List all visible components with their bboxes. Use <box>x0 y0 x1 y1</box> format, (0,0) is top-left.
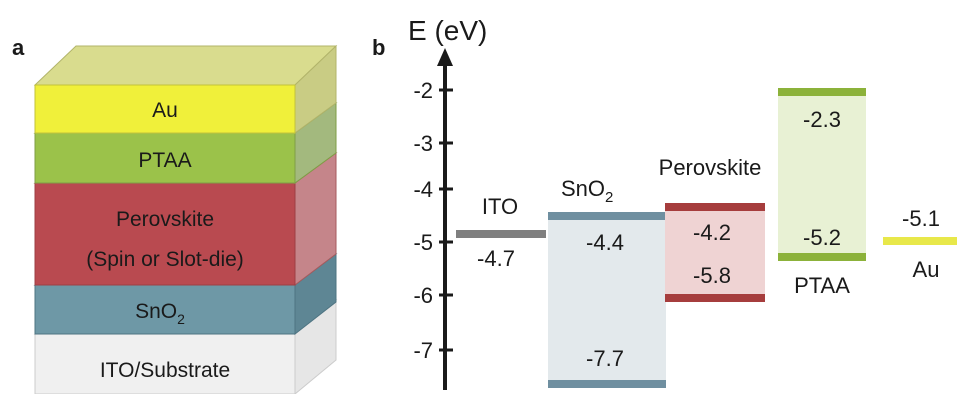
perovskite-bottom-bar <box>665 294 765 302</box>
ito-name: ITO <box>482 194 518 219</box>
sno2-gap-fill <box>548 212 666 387</box>
perovskite-gap-fill <box>665 203 765 300</box>
axis-ticks: -2 -3 -4 -5 -6 -7 <box>413 78 453 363</box>
perovskite-bottom-value: -5.8 <box>693 263 731 288</box>
ito-level: ITO -4.7 <box>456 194 546 271</box>
ptaa-name: PTAA <box>794 273 850 298</box>
au-layer-label: Au <box>152 99 178 122</box>
ptaa-top-value: -2.3 <box>803 107 841 132</box>
sno2-bottom-value: -7.7 <box>586 346 624 371</box>
ptaa-top-bar <box>778 88 866 96</box>
perovskite-label-line1: Perovskite <box>116 208 214 231</box>
ito-substrate-label: ITO/Substrate <box>100 359 230 382</box>
perovskite-name: Perovskite <box>659 155 762 180</box>
au-name: Au <box>913 257 940 282</box>
axis-arrow <box>437 48 453 66</box>
panel-a-label: a <box>12 35 25 60</box>
sno2-bottom-bar <box>548 380 666 388</box>
sno2-top-value: -4.4 <box>586 230 624 255</box>
perovskite-label-line2: (Spin or Slot-die) <box>86 248 244 271</box>
tick-label: -4 <box>413 177 433 202</box>
tick-label: -5 <box>413 230 433 255</box>
ptaa-gap-fill <box>778 88 866 260</box>
tick-label: -2 <box>413 78 433 103</box>
sno2-band: SnO2 -4.4 -7.7 <box>548 176 666 388</box>
ito-value: -4.7 <box>477 246 515 271</box>
panel-a: a ITO/Substrate SnO2 Perovskite (Spin or… <box>12 35 338 394</box>
ptaa-bottom-bar <box>778 253 866 261</box>
sno2-top-bar <box>548 212 666 220</box>
tick-label: -7 <box>413 338 433 363</box>
perovskite-band: Perovskite -4.2 -5.8 <box>659 155 765 302</box>
au-layer: Au <box>33 44 338 134</box>
perovskite-top-bar <box>665 203 765 211</box>
ptaa-bottom-value: -5.2 <box>803 225 841 250</box>
tick-label: -3 <box>413 131 433 156</box>
sno2-layer-label: SnO2 <box>135 300 185 327</box>
ito-bar <box>456 230 546 238</box>
au-value: -5.1 <box>902 206 940 231</box>
sno2-name: SnO2 <box>561 176 613 206</box>
panel-b: b E (eV) -2 -3 -4 -5 -6 -7 ITO -4.7 <box>372 15 957 390</box>
panel-b-label: b <box>372 35 385 60</box>
perovskite-top-value: -4.2 <box>693 220 731 245</box>
au-level: -5.1 Au <box>883 206 957 282</box>
axis-title: E (eV) <box>408 15 487 46</box>
au-bar <box>883 237 957 245</box>
ptaa-layer-label: PTAA <box>138 149 191 172</box>
ptaa-band: -2.3 -5.2 PTAA <box>778 88 866 298</box>
tick-label: -6 <box>413 283 433 308</box>
